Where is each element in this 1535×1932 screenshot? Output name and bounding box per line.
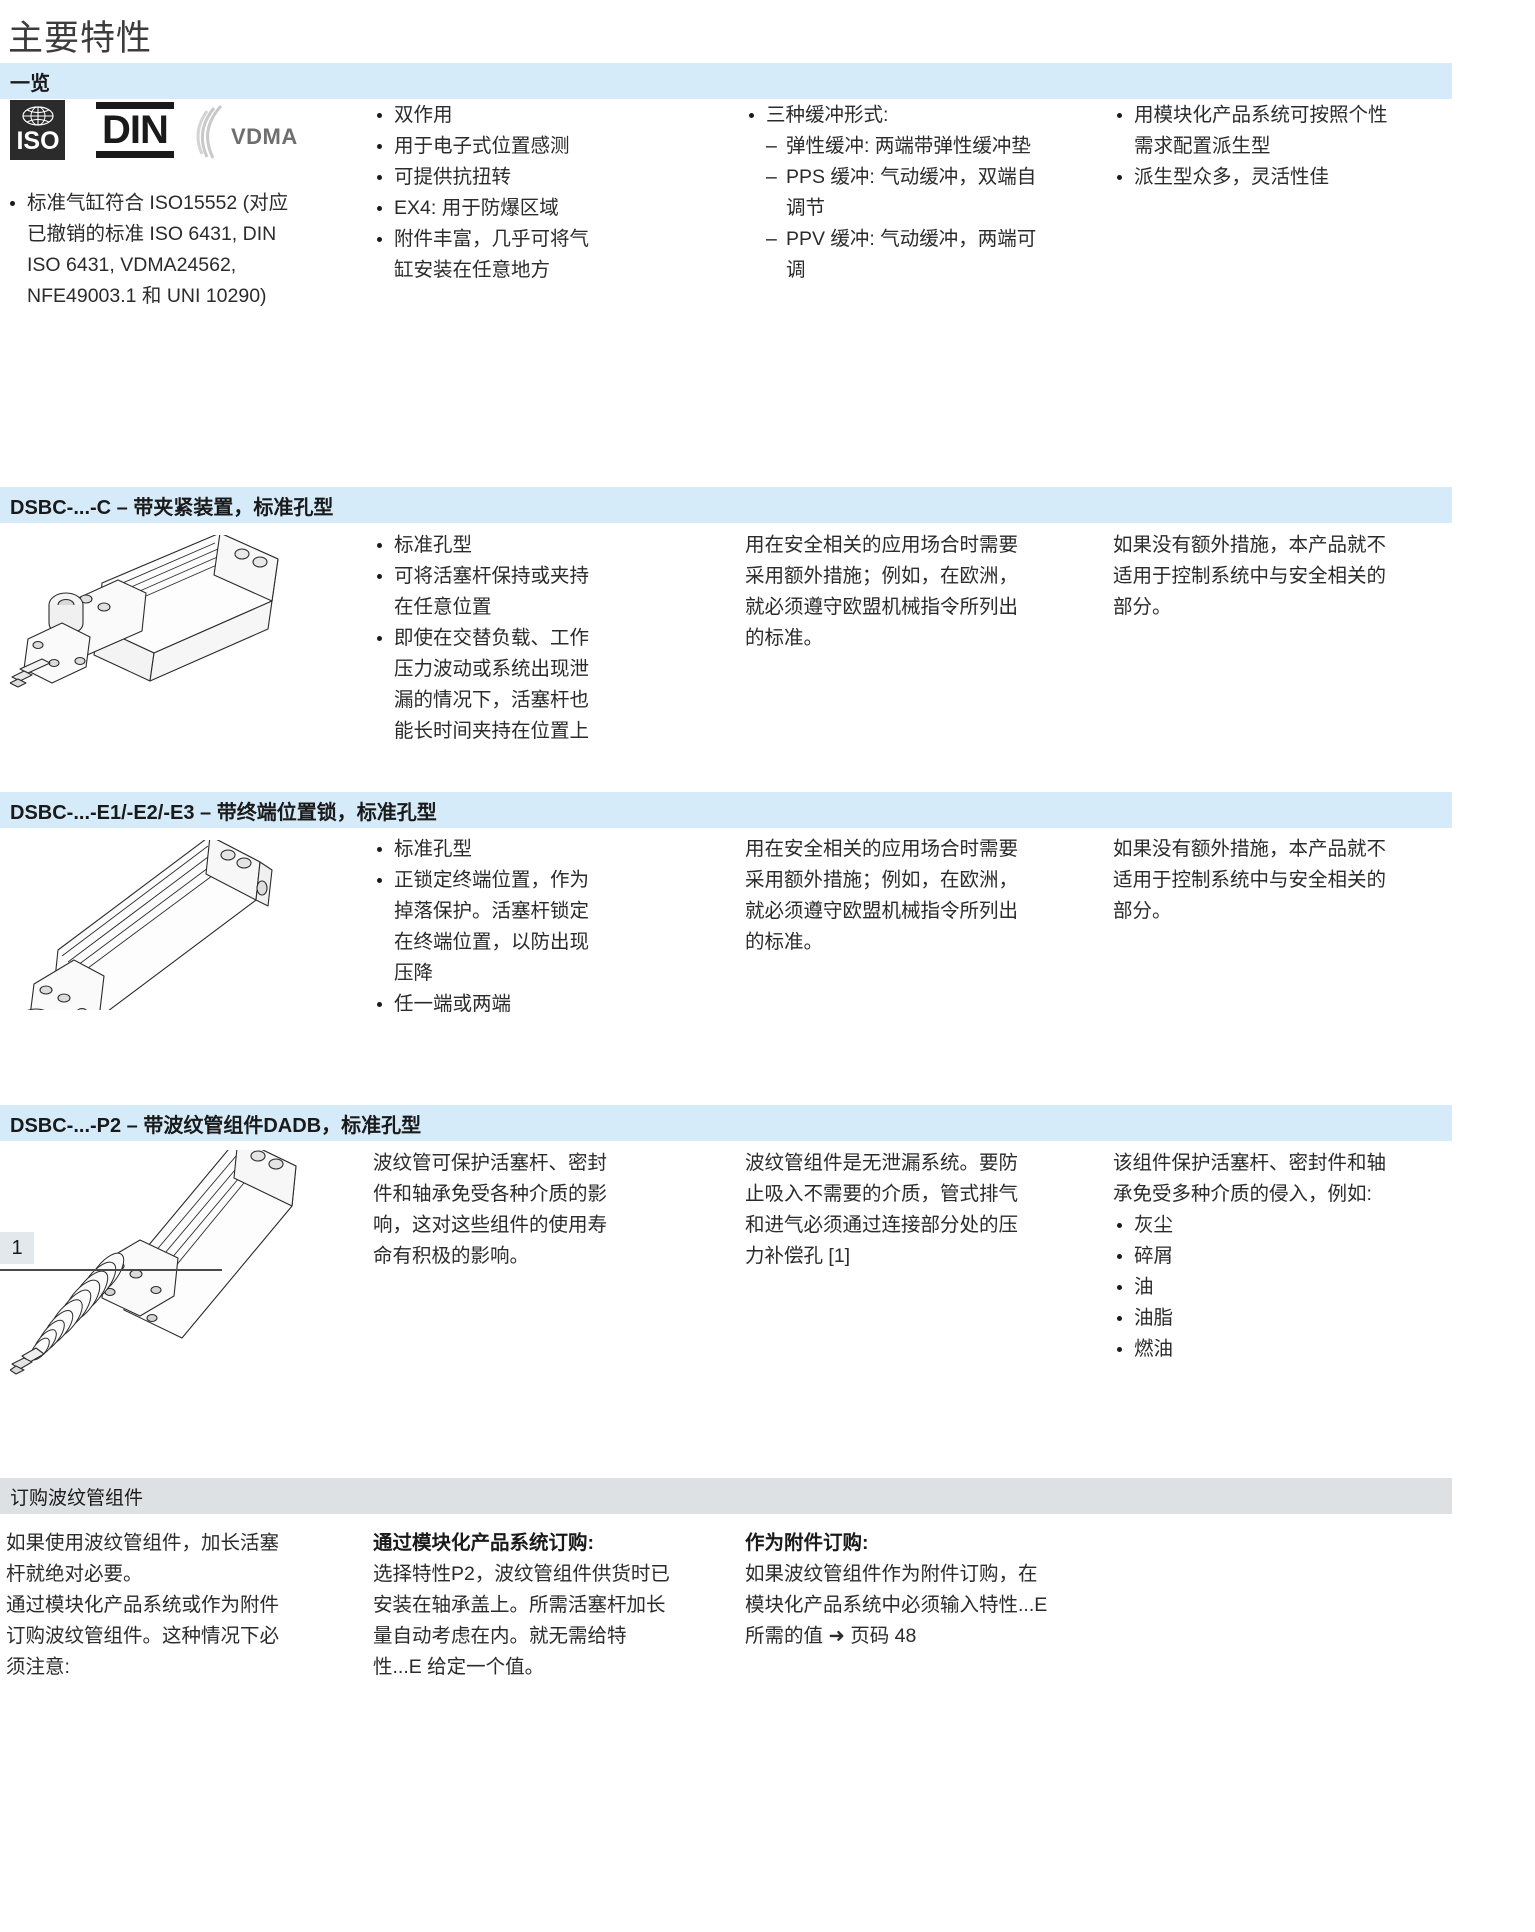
overview-column-1: 标准气缸符合 ISO15552 (对应已撤销的标准 ISO 6431, DIN … <box>6 188 306 312</box>
list-item: 可提供抗扭转 <box>373 162 593 193</box>
dsbc-p2-column-4: 该组件保护活塞杆、密封件和轴承免受多种介质的侵入，例如: 灰尘 碎屑 油 油脂 … <box>1113 1148 1403 1365</box>
list-item: 灰尘 <box>1113 1210 1403 1241</box>
overview-col4-list: 用模块化产品系统可按照个性需求配置派生型 派生型众多，灵活性佳 <box>1113 100 1398 193</box>
din-top-bar <box>96 102 174 109</box>
svg-text:ISO: ISO <box>16 127 59 155</box>
din-logo: DIN <box>96 102 174 158</box>
dsbc-e-col4-text: 如果没有额外措施，本产品就不适用于控制系统中与安全相关的部分。 <box>1113 838 1387 922</box>
vdma-logo-text: VDMA <box>231 124 298 149</box>
order-col3-title: 作为附件订购: <box>745 1532 869 1554</box>
dsbc-e-col2-list: 标准孔型 正锁定终端位置，作为掉落保护。活塞杆锁定在终端位置，以防出现压降 任一… <box>373 834 603 1020</box>
section-header-dsbc-c-label: DSBC-...-C – 带夹紧装置，标准孔型 <box>10 496 334 519</box>
list-item: 双作用 <box>373 100 593 131</box>
order-col1-text-2: 通过模块化产品系统或作为附件订购波纹管组件。这种情况下必须注意: <box>6 1594 280 1678</box>
dsbc-c-col3-text: 用在安全相关的应用场合时需要采用额外措施；例如，在欧洲，就必须遵守欧盟机械指令所… <box>745 534 1019 649</box>
dsbc-e-column-4: 如果没有额外措施，本产品就不适用于控制系统中与安全相关的部分。 <box>1113 834 1403 927</box>
order-col1-text-1: 如果使用波纹管组件，加长活塞杆就绝对必要。 <box>6 1532 280 1585</box>
iso-logo: ISO <box>10 100 65 160</box>
dsbc-p2-col4-list: 灰尘 碎屑 油 油脂 燃油 <box>1113 1210 1403 1365</box>
order-col2-title: 通过模块化产品系统订购: <box>373 1532 594 1554</box>
section-header-order-bellows-label: 订购波纹管组件 <box>10 1487 144 1509</box>
list-item: 标准孔型 <box>373 530 603 561</box>
overview-col2-list: 双作用 用于电子式位置感测 可提供抗扭转 EX4: 用于防爆区域 附件丰富，几乎… <box>373 100 593 286</box>
overview-col1-list: 标准气缸符合 ISO15552 (对应已撤销的标准 ISO 6431, DIN … <box>6 188 306 312</box>
list-item: 用于电子式位置感测 <box>373 131 593 162</box>
section-header-dsbc-e: DSBC-...-E1/-E2/-E3 – 带终端位置锁，标准孔型 <box>0 792 1452 828</box>
list-item: 用模块化产品系统可按照个性需求配置派生型 <box>1113 100 1398 162</box>
order-column-3: 作为附件订购: 如果波纹管组件作为附件订购，在模块化产品系统中必须输入特性...… <box>745 1528 1055 1652</box>
list-item: 任一端或两端 <box>373 989 603 1020</box>
cylinder-with-clamping-unit-image <box>9 532 290 710</box>
din-bottom-bar <box>96 151 174 158</box>
list-item: 附件丰富，几乎可将气缸安装在任意地方 <box>373 224 593 286</box>
din-logo-text: DIN <box>102 108 169 152</box>
dsbc-e-column-2: 标准孔型 正锁定终端位置，作为掉落保护。活塞杆锁定在终端位置，以防出现压降 任一… <box>373 834 603 1020</box>
cylinder-with-end-position-lock-image <box>10 835 290 1036</box>
dsbc-c-column-2: 标准孔型 可将活塞杆保持或夹持在任意位置 即使在交替负载、工作压力波动或系统出现… <box>373 530 603 747</box>
order-column-1: 如果使用波纹管组件，加长活塞杆就绝对必要。 通过模块化产品系统或作为附件订购波纹… <box>6 1528 296 1683</box>
overview-col3-list: 三种缓冲形式: <box>745 100 1055 131</box>
dsbc-c-column-4: 如果没有额外措施，本产品就不适用于控制系统中与安全相关的部分。 <box>1113 530 1403 623</box>
list-item: 可将活塞杆保持或夹持在任意位置 <box>373 561 603 623</box>
order-col2-text: 选择特性P2，波纹管组件供货时已安装在轴承盖上。所需活塞杆加长量自动考虑在内。就… <box>373 1563 670 1678</box>
list-item: 标准孔型 <box>373 834 603 865</box>
dsbc-p2-col2-text: 波纹管可保护活塞杆、密封件和轴承免受各种介质的影响，这对这些组件的使用寿命有积极… <box>373 1152 608 1267</box>
overview-column-4: 用模块化产品系统可按照个性需求配置派生型 派生型众多，灵活性佳 <box>1113 100 1398 193</box>
list-item: 正锁定终端位置，作为掉落保护。活塞杆锁定在终端位置，以防出现压降 <box>373 865 603 989</box>
dsbc-p2-column-2: 波纹管可保护活塞杆、密封件和轴承免受各种介质的影响，这对这些组件的使用寿命有积极… <box>373 1148 613 1272</box>
dsbc-e-column-3: 用在安全相关的应用场合时需要采用额外措施；例如，在欧洲，就必须遵守欧盟机械指令所… <box>745 834 1035 958</box>
dsbc-c-column-3: 用在安全相关的应用场合时需要采用额外措施；例如，在欧洲，就必须遵守欧盟机械指令所… <box>745 530 1035 654</box>
list-item: 即使在交替负载、工作压力波动或系统出现泄漏的情况下，活塞杆也能长时间夹持在位置上 <box>373 623 603 747</box>
section-header-overview-label: 一览 <box>10 72 50 95</box>
order-col3-text: 如果波纹管组件作为附件订购，在模块化产品系统中必须输入特性...E 所需的值 ➜… <box>745 1559 1055 1652</box>
cylinder-with-bellows-assembly-image <box>9 1137 300 1385</box>
callout-label-1: 1 <box>0 1232 34 1264</box>
list-item: EX4: 用于防爆区域 <box>373 193 593 224</box>
overview-col3-dash-list: 弹性缓冲: 两端带弹性缓冲垫 PPS 缓冲: 气动缓冲，双端自调节 PPV 缓冲… <box>745 131 1055 286</box>
list-item: 油 <box>1113 1272 1403 1303</box>
standards-logos: ISO DIN VDMA <box>6 100 306 162</box>
dsbc-p2-column-3: 波纹管组件是无泄漏系统。要防止吸入不需要的介质，管式排气和进气必须通过连接部分处… <box>745 1148 1035 1272</box>
arrow-icon: ➜ <box>828 1625 845 1647</box>
order-column-2: 通过模块化产品系统订购: 选择特性P2，波纹管组件供货时已安装在轴承盖上。所需活… <box>373 1528 673 1683</box>
page-title: 主要特性 <box>8 19 153 58</box>
section-header-order-bellows: 订购波纹管组件 <box>0 1478 1452 1514</box>
list-item: PPV 缓冲: 气动缓冲，两端可调 <box>766 224 1055 286</box>
callout-leader-line <box>0 1269 222 1271</box>
section-header-overview: 一览 <box>0 63 1452 99</box>
dsbc-c-col2-list: 标准孔型 可将活塞杆保持或夹持在任意位置 即使在交替负载、工作压力波动或系统出现… <box>373 530 603 747</box>
list-item: 派生型众多，灵活性佳 <box>1113 162 1398 193</box>
overview-column-2: 双作用 用于电子式位置感测 可提供抗扭转 EX4: 用于防爆区域 附件丰富，几乎… <box>373 100 593 286</box>
list-item: 标准气缸符合 ISO15552 (对应已撤销的标准 ISO 6431, DIN … <box>6 188 306 312</box>
section-header-dsbc-c: DSBC-...-C – 带夹紧装置，标准孔型 <box>0 487 1452 523</box>
dsbc-p2-col4-intro: 该组件保护活塞杆、密封件和轴承免受多种介质的侵入，例如: <box>1113 1152 1387 1205</box>
dsbc-p2-col3-text: 波纹管组件是无泄漏系统。要防止吸入不需要的介质，管式排气和进气必须通过连接部分处… <box>745 1152 1019 1267</box>
section-header-dsbc-p2: DSBC-...-P2 – 带波纹管组件DADB，标准孔型 <box>0 1105 1452 1141</box>
section-header-dsbc-p2-label: DSBC-...-P2 – 带波纹管组件DADB，标准孔型 <box>10 1114 422 1137</box>
overview-column-3: 三种缓冲形式: 弹性缓冲: 两端带弹性缓冲垫 PPS 缓冲: 气动缓冲，双端自调… <box>745 100 1055 286</box>
dsbc-e-col3-text: 用在安全相关的应用场合时需要采用额外措施；例如，在欧洲，就必须遵守欧盟机械指令所… <box>745 838 1019 953</box>
list-item: 碎屑 <box>1113 1241 1403 1272</box>
dsbc-c-col4-text: 如果没有额外措施，本产品就不适用于控制系统中与安全相关的部分。 <box>1113 534 1387 618</box>
order-col3-text-before: 如果波纹管组件作为附件订购，在模块化产品系统中必须输入特性...E 所需的值 <box>745 1563 1048 1647</box>
list-item: 油脂 <box>1113 1303 1403 1334</box>
order-col3-page-ref: 页码 48 <box>850 1625 917 1647</box>
section-header-dsbc-e-label: DSBC-...-E1/-E2/-E3 – 带终端位置锁，标准孔型 <box>10 801 437 824</box>
list-item: 三种缓冲形式: <box>745 100 1055 131</box>
list-item: 燃油 <box>1113 1334 1403 1365</box>
list-item: PPS 缓冲: 气动缓冲，双端自调节 <box>766 162 1055 224</box>
list-item: 弹性缓冲: 两端带弹性缓冲垫 <box>766 131 1055 162</box>
vdma-logo: VDMA <box>191 104 301 160</box>
